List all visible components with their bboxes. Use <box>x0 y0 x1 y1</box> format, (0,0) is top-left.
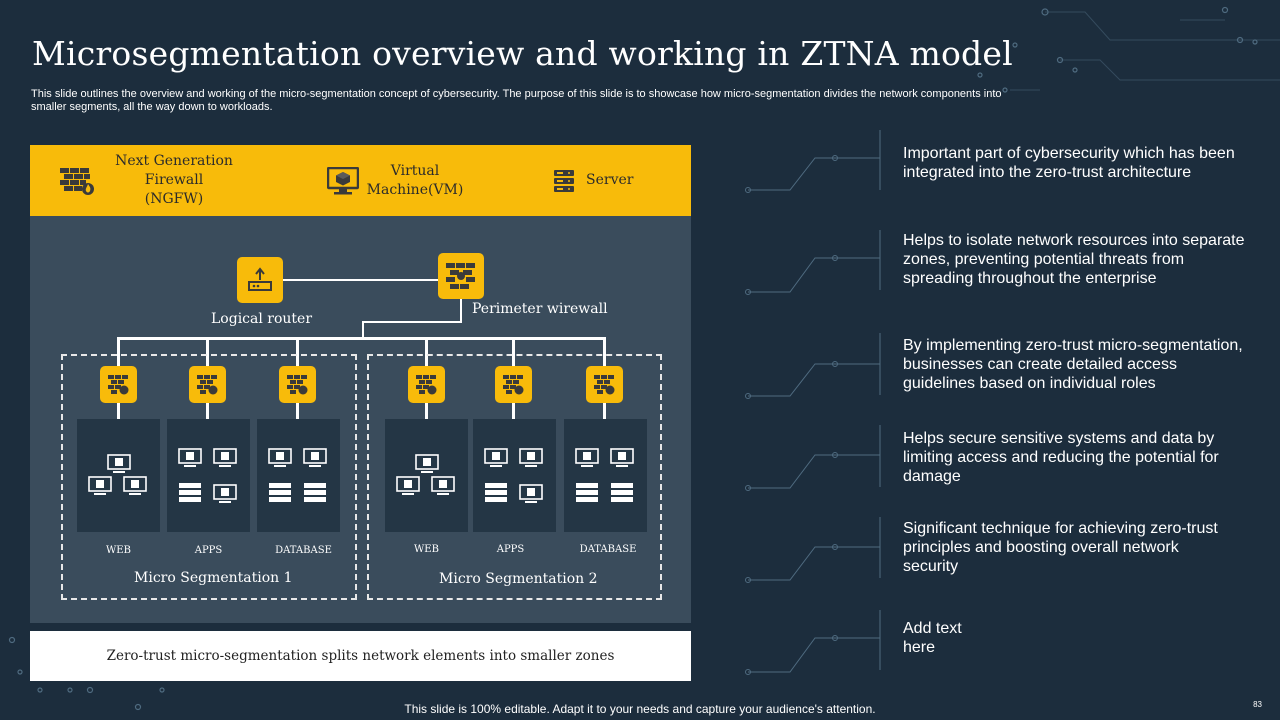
column-label: APPS <box>194 545 223 556</box>
firewall-icon <box>446 263 475 289</box>
segment-firewall-node <box>586 366 623 403</box>
wire-drop <box>512 337 515 367</box>
diagram-panel <box>30 145 691 623</box>
web-card <box>385 419 468 532</box>
page-number: 83 <box>1253 700 1262 709</box>
monitor-icon <box>327 166 359 194</box>
zone-2-label: Micro Segmentation 2 <box>439 571 598 587</box>
slide-subtitle: This slide outlines the overview and wor… <box>31 88 1002 113</box>
summary-box: Zero-trust micro-segmentation splits net… <box>30 631 691 681</box>
vm-group-icon <box>575 448 634 502</box>
wire-bus <box>117 337 606 340</box>
point-text: Important part of cybersecurity which ha… <box>903 145 1235 181</box>
wire-mid-down <box>362 321 364 338</box>
perimeter-firewall-node <box>438 253 484 299</box>
legend-server: Server <box>554 145 633 216</box>
firewall-icon <box>286 374 307 394</box>
wire-drop <box>425 337 428 367</box>
wire-drop <box>117 337 120 367</box>
point-text: By implementing zero-trust micro-segment… <box>903 337 1243 392</box>
wire-drop <box>296 402 299 419</box>
legend-ngfw: Next Generation Firewall (NGFW) <box>60 145 234 216</box>
firewall-icon <box>196 374 217 394</box>
apps-card <box>473 419 556 532</box>
point-text: Helps secure sensitive systems and data … <box>903 430 1219 485</box>
firewall-icon <box>60 167 94 195</box>
wire-firewall-down <box>460 299 462 322</box>
wire-drop <box>117 402 120 419</box>
legend-vm: Virtual Machine(VM) <box>327 145 465 216</box>
slide-title: Microsegmentation overview and working i… <box>32 34 1013 73</box>
micro-segmentation-zone-1 <box>61 354 357 600</box>
apps-card <box>167 419 250 532</box>
segment-firewall-node <box>189 366 226 403</box>
perimeter-firewall-label: Perimeter wirewall <box>472 301 608 317</box>
vm-group-icon <box>178 448 237 503</box>
point-text: Add text here <box>903 620 962 656</box>
legend-ngfw-label: Next Generation Firewall (NGFW) <box>115 153 233 207</box>
point-text: Helps to isolate network resources into … <box>903 232 1245 287</box>
wire-mid-horizontal <box>362 321 462 323</box>
server-icon <box>554 169 574 192</box>
legend-server-label: Server <box>586 172 634 188</box>
logical-router-label: Logical router <box>211 311 313 327</box>
wire-drop <box>206 337 209 367</box>
wire-drop <box>296 337 299 367</box>
vm-group-icon <box>88 454 147 495</box>
column-label: WEB <box>106 545 131 556</box>
firewall-icon <box>502 374 523 394</box>
database-card <box>257 419 340 532</box>
database-card <box>564 419 647 532</box>
zone-1-label: Micro Segmentation 1 <box>134 570 293 586</box>
column-label: APPS <box>496 544 525 555</box>
wire-router-firewall <box>283 279 438 281</box>
wire-drop <box>603 402 606 419</box>
wire-drop <box>512 402 515 419</box>
firewall-icon <box>107 374 128 394</box>
vm-group-icon <box>268 448 327 502</box>
wire-drop <box>425 402 428 419</box>
wire-drop <box>206 402 209 419</box>
legend-vm-label: Virtual Machine(VM) <box>366 162 464 198</box>
segment-firewall-node <box>408 366 445 403</box>
column-label: WEB <box>414 544 439 555</box>
segment-firewall-node <box>100 366 137 403</box>
micro-segmentation-zone-2 <box>367 354 662 600</box>
vm-group-icon <box>484 448 543 503</box>
wire-drop <box>603 337 606 367</box>
footer-note: This slide is 100% editable. Adapt it to… <box>404 702 876 716</box>
logical-router-node <box>237 257 283 303</box>
column-label: DATABASE <box>579 544 637 555</box>
firewall-icon <box>593 374 614 394</box>
router-icon <box>248 267 272 291</box>
segment-firewall-node <box>495 366 532 403</box>
vm-group-icon <box>396 454 455 495</box>
column-label: DATABASE <box>275 545 332 556</box>
firewall-icon <box>415 374 436 394</box>
legend-bar: Next Generation Firewall (NGFW) Virtual … <box>30 145 691 216</box>
point-text: Significant technique for achieving zero… <box>903 520 1218 575</box>
web-card <box>77 419 160 532</box>
segment-firewall-node <box>279 366 316 403</box>
